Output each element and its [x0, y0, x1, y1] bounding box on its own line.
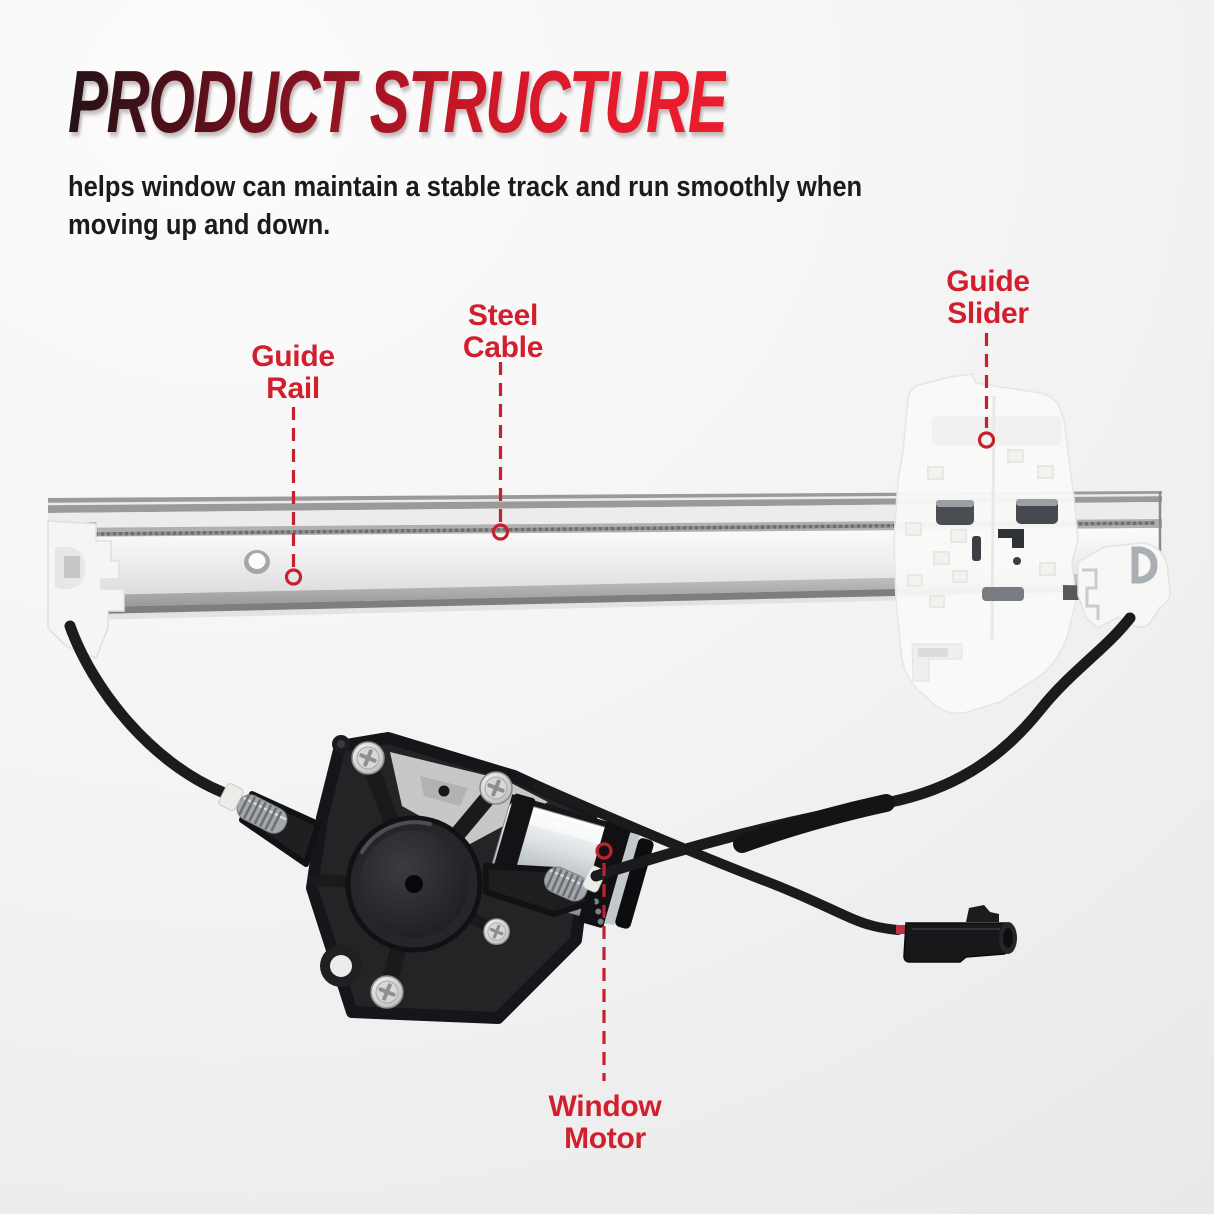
guide-rail-leader: [284, 407, 303, 586]
label-steel-cable-line1: Steel: [467, 299, 539, 332]
page-title: PRODUCT STRUCTURE: [68, 52, 728, 151]
rail-mounting-hole: [244, 550, 270, 574]
subtitle-line-2: moving up and down.: [68, 209, 331, 241]
slider-end-pulley: [1063, 542, 1171, 629]
label-guide-rail-line1: Guide: [251, 340, 335, 373]
cables: [533, 612, 1136, 963]
label-window-motor-line2: Motor: [564, 1122, 646, 1155]
power-connector-graphic: [903, 905, 1017, 963]
label-window-motor-line1: Window: [548, 1090, 662, 1123]
subtitle: helps window can maintain a stable track…: [68, 168, 920, 244]
red-wire: [896, 925, 908, 934]
cable-sleeve: [733, 794, 895, 853]
cable-spring-right: [543, 866, 589, 902]
guide-slider-leader: [977, 333, 996, 449]
label-guide-slider-line1: Guide: [946, 265, 1030, 298]
window-motor-leader: [595, 842, 613, 1081]
cable-left: [64, 620, 228, 798]
cable-arc: [590, 612, 1136, 882]
label-steel-cable-line2: Cable: [462, 331, 544, 364]
subtitle-line-1: helps window can maintain a stable track…: [68, 171, 863, 203]
label-guide-slider-line2: Slider: [947, 297, 1029, 330]
label-window-motor: Window Motor: [549, 1091, 662, 1155]
label-guide-slider: Guide Slider: [946, 266, 1030, 330]
label-guide-rail-line2: Rail: [266, 372, 320, 405]
window-motor-graphic: [64, 620, 654, 1024]
header: PRODUCT STRUCTURE helps window can maint…: [68, 58, 1036, 244]
label-steel-cable: Steel Cable: [462, 299, 544, 364]
mounting-eyelet: [320, 945, 362, 987]
label-guide-rail: Guide Rail: [251, 341, 335, 405]
cable-connector-wire: [533, 781, 903, 935]
cable-ferrule-left: [218, 783, 244, 811]
cable-drum: [345, 815, 483, 953]
steel-cable-leader: [491, 362, 510, 541]
